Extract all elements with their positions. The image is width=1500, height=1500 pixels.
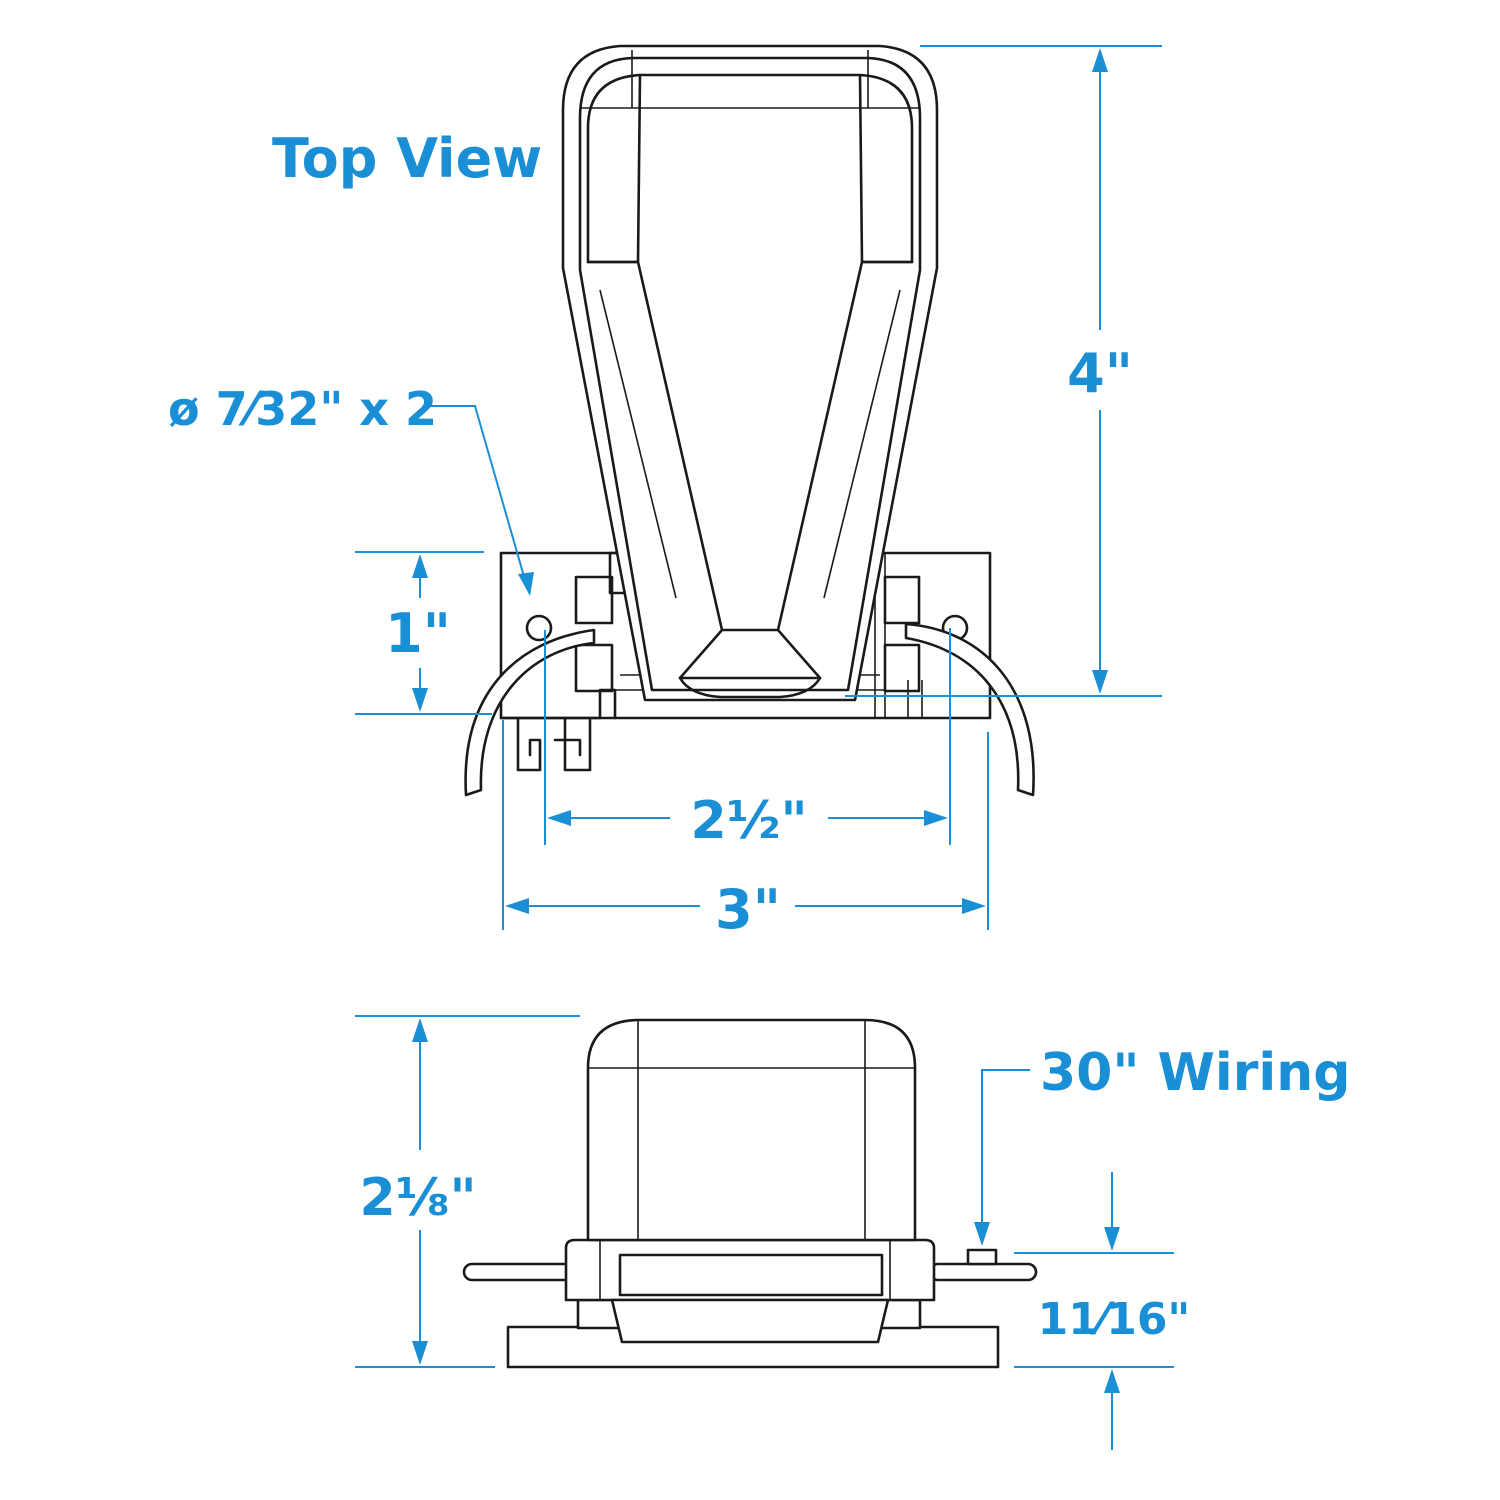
side-pin-left xyxy=(462,1262,576,1282)
spacing-2-5-label: 2½" xyxy=(690,791,807,851)
wire-right xyxy=(904,622,1035,797)
wire-height-label: 11⁄16" xyxy=(1038,1294,1191,1345)
wiring-label: 30" Wiring xyxy=(1040,1043,1350,1103)
right-clip xyxy=(883,575,923,718)
height-4-label: 4" xyxy=(1067,342,1133,405)
left-clip xyxy=(499,551,632,772)
dimension-lines xyxy=(355,45,1174,1450)
side-view-drawing xyxy=(462,1018,1038,1369)
height-2-1-8-label: 2⅛" xyxy=(359,1168,476,1228)
width-3-label: 3" xyxy=(715,878,781,941)
mount-hole-left xyxy=(525,614,553,642)
top-view-drawing xyxy=(464,44,1035,797)
top-view-title: Top View xyxy=(272,127,542,190)
depth-1-label: 1" xyxy=(385,602,451,665)
float-body-side xyxy=(586,1018,917,1242)
side-pin-right xyxy=(928,1262,1038,1282)
wire-left xyxy=(464,628,596,797)
hole-spec-label: ø 7⁄32" x 2 xyxy=(168,382,437,436)
float-body-top xyxy=(561,44,939,702)
